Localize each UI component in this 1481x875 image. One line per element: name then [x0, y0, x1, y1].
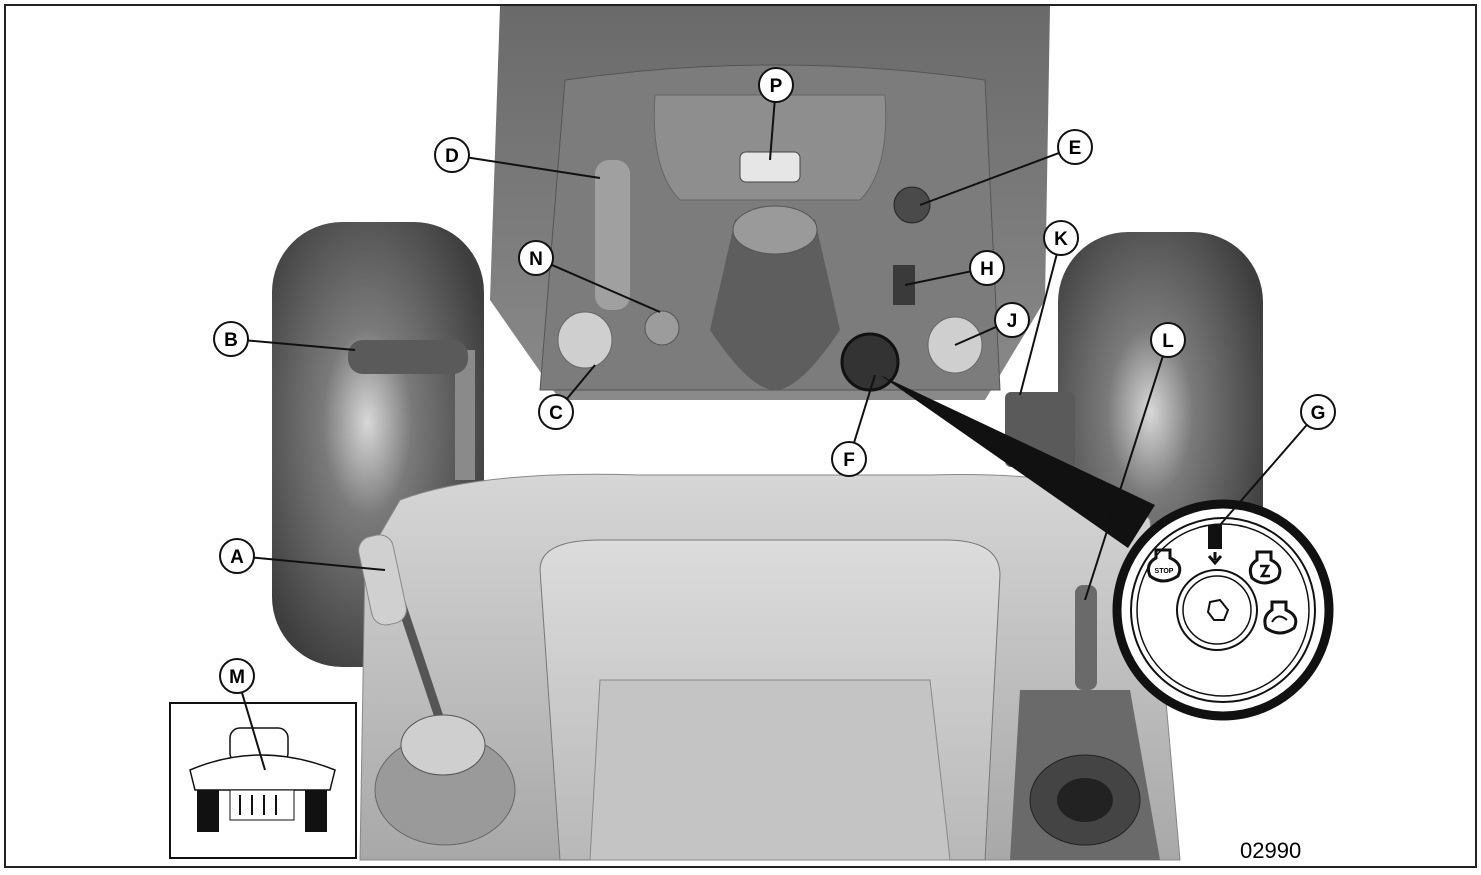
- callout-circle: [1150, 322, 1186, 358]
- leader-line: [954, 325, 997, 346]
- callout-j: J: [954, 302, 1030, 346]
- headlight-switch: [893, 265, 915, 305]
- callout-d: D: [434, 137, 601, 179]
- headlights-position-icon: [1207, 525, 1223, 566]
- callout-circle: [969, 250, 1005, 286]
- height-adjust-handle: [348, 340, 468, 374]
- power-outlet: [893, 186, 931, 224]
- callout-letter: D: [445, 146, 459, 167]
- callout-circle: [994, 302, 1030, 338]
- leader-line: [468, 156, 601, 179]
- seat-back: [589, 679, 951, 861]
- pto-lever: [1075, 585, 1097, 690]
- fuel-cap: [400, 714, 486, 776]
- callout-l: L: [1084, 322, 1186, 601]
- callout-circle: [213, 321, 249, 357]
- callout-circle: [1057, 129, 1093, 165]
- callout-letter: H: [980, 259, 994, 280]
- callout-circle: [219, 658, 255, 694]
- callout-letter: M: [229, 667, 245, 688]
- callout-letter: J: [1007, 311, 1018, 332]
- leader-line: [853, 374, 876, 444]
- steering-column: [710, 210, 840, 390]
- callout-letter: G: [1311, 403, 1326, 424]
- callout-m: M: [219, 658, 266, 771]
- callout-c: C: [538, 364, 596, 430]
- callout-circle: [434, 137, 470, 173]
- leader-line: [769, 101, 776, 161]
- callouts: P D E K H N B J L C G F A M: [213, 67, 1336, 771]
- leader-line: [1019, 254, 1058, 396]
- key-slot-ring: [1176, 569, 1258, 651]
- callout-h: H: [904, 250, 1005, 286]
- callout-e: E: [919, 129, 1093, 206]
- figure-code: 02990: [1240, 838, 1301, 863]
- callout-p: P: [758, 67, 794, 161]
- callout-circle: [518, 240, 554, 276]
- mower-deck-inset: [169, 702, 357, 859]
- callout-circle: [758, 67, 794, 103]
- callout-n: N: [518, 240, 661, 313]
- choke-knob: [644, 310, 680, 346]
- stop-label: STOP: [1155, 568, 1174, 575]
- callout-letter: P: [770, 76, 783, 97]
- callout-f: F: [831, 374, 876, 477]
- throttle-lever: [595, 160, 630, 310]
- leader-line: [253, 556, 386, 571]
- callout-circle: [219, 538, 255, 574]
- leader-line: [247, 339, 356, 351]
- inset-pointer: [880, 375, 1155, 548]
- left-pedal-arm: [455, 350, 475, 480]
- key-slot-icon: [1206, 598, 1230, 621]
- ignition-inset: STOP: [1112, 499, 1334, 721]
- callout-circle: [1043, 220, 1079, 256]
- leader-line: [1219, 424, 1308, 526]
- callout-letter: N: [529, 249, 543, 270]
- left-headlight: [557, 311, 613, 369]
- callout-circle: [831, 441, 867, 477]
- callout-letter: A: [230, 547, 244, 568]
- callout-circle: [1300, 394, 1336, 430]
- callout-letter: E: [1069, 138, 1082, 159]
- callout-circle: [538, 394, 574, 430]
- callout-g: G: [1219, 394, 1336, 526]
- start-position-icon: [1263, 600, 1298, 635]
- leader-line: [904, 270, 971, 286]
- leader-line: [551, 263, 661, 313]
- leader-line: [240, 692, 266, 771]
- callout-letter: K: [1054, 229, 1068, 250]
- stop-position-icon: STOP: [1147, 548, 1182, 583]
- cup-holder-hole: [1057, 778, 1113, 822]
- leader-line: [566, 364, 596, 400]
- run-position-icon: [1248, 550, 1282, 585]
- callout-k: K: [1019, 220, 1079, 396]
- callout-letter: L: [1162, 331, 1174, 352]
- lift-lever-grip: [358, 534, 407, 626]
- callout-letter: C: [549, 403, 563, 424]
- leader-line: [1084, 355, 1164, 601]
- callout-b: B: [213, 321, 356, 357]
- callout-letter: B: [224, 330, 238, 351]
- leader-line: [919, 152, 1060, 206]
- callout-a: A: [219, 538, 386, 574]
- callout-letter: F: [843, 450, 855, 471]
- steering-column-top: [732, 205, 818, 255]
